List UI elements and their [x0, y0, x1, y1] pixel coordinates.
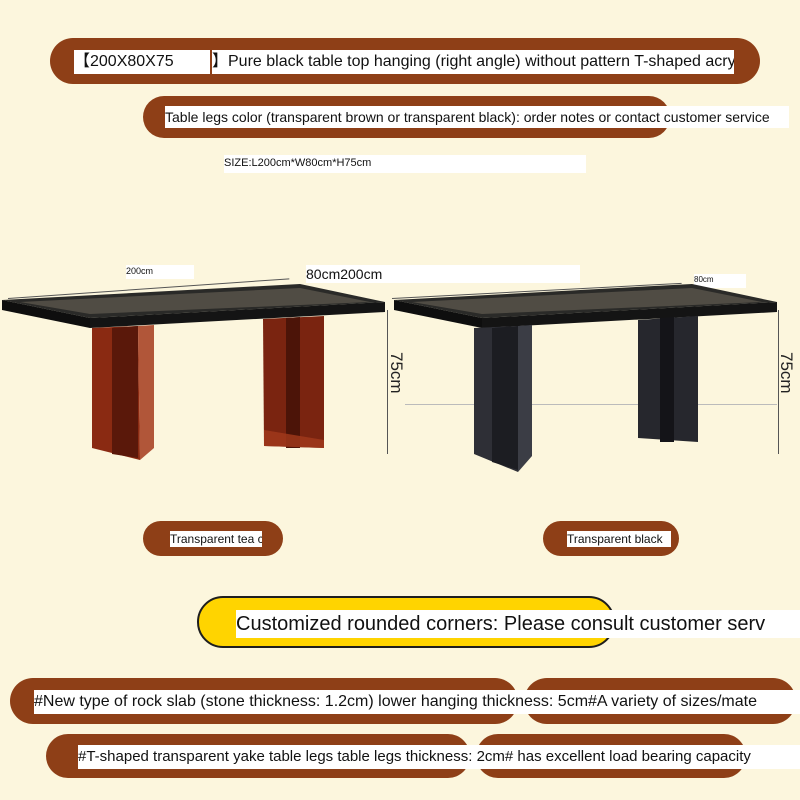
custom-corners-note: Customized rounded corners: Please consu… — [236, 610, 800, 638]
table-tea-illustration — [2, 284, 385, 460]
table-black-illustration — [394, 284, 777, 472]
height-guide-line — [405, 404, 777, 405]
size-code-label: 【200X80X75 — [74, 50, 210, 74]
title-text: 】Pure black table top hanging (right ang… — [212, 50, 734, 74]
feature-line-2: #T-shaped transparent yake table legs ta… — [78, 745, 800, 769]
variant-black-label: Transparent black — [567, 531, 671, 547]
legs-color-note: Table legs color (transparent brown or t… — [165, 106, 789, 128]
right-height-line — [778, 310, 779, 454]
variant-tea-label: Transparent tea color — [170, 531, 262, 547]
feature-line-1: #New type of rock slab (stone thickness:… — [34, 690, 800, 714]
middle-dimension-label: 80cm200cm — [306, 265, 580, 283]
left-height-label: 75cm — [387, 352, 406, 394]
right-width-label: 80cm — [694, 274, 746, 288]
size-spec: SIZE:L200cm*W80cm*H75cm — [224, 155, 586, 173]
right-height-label: 75cm — [777, 352, 796, 394]
left-length-label: 200cm — [126, 265, 194, 279]
left-height-line — [387, 310, 388, 454]
